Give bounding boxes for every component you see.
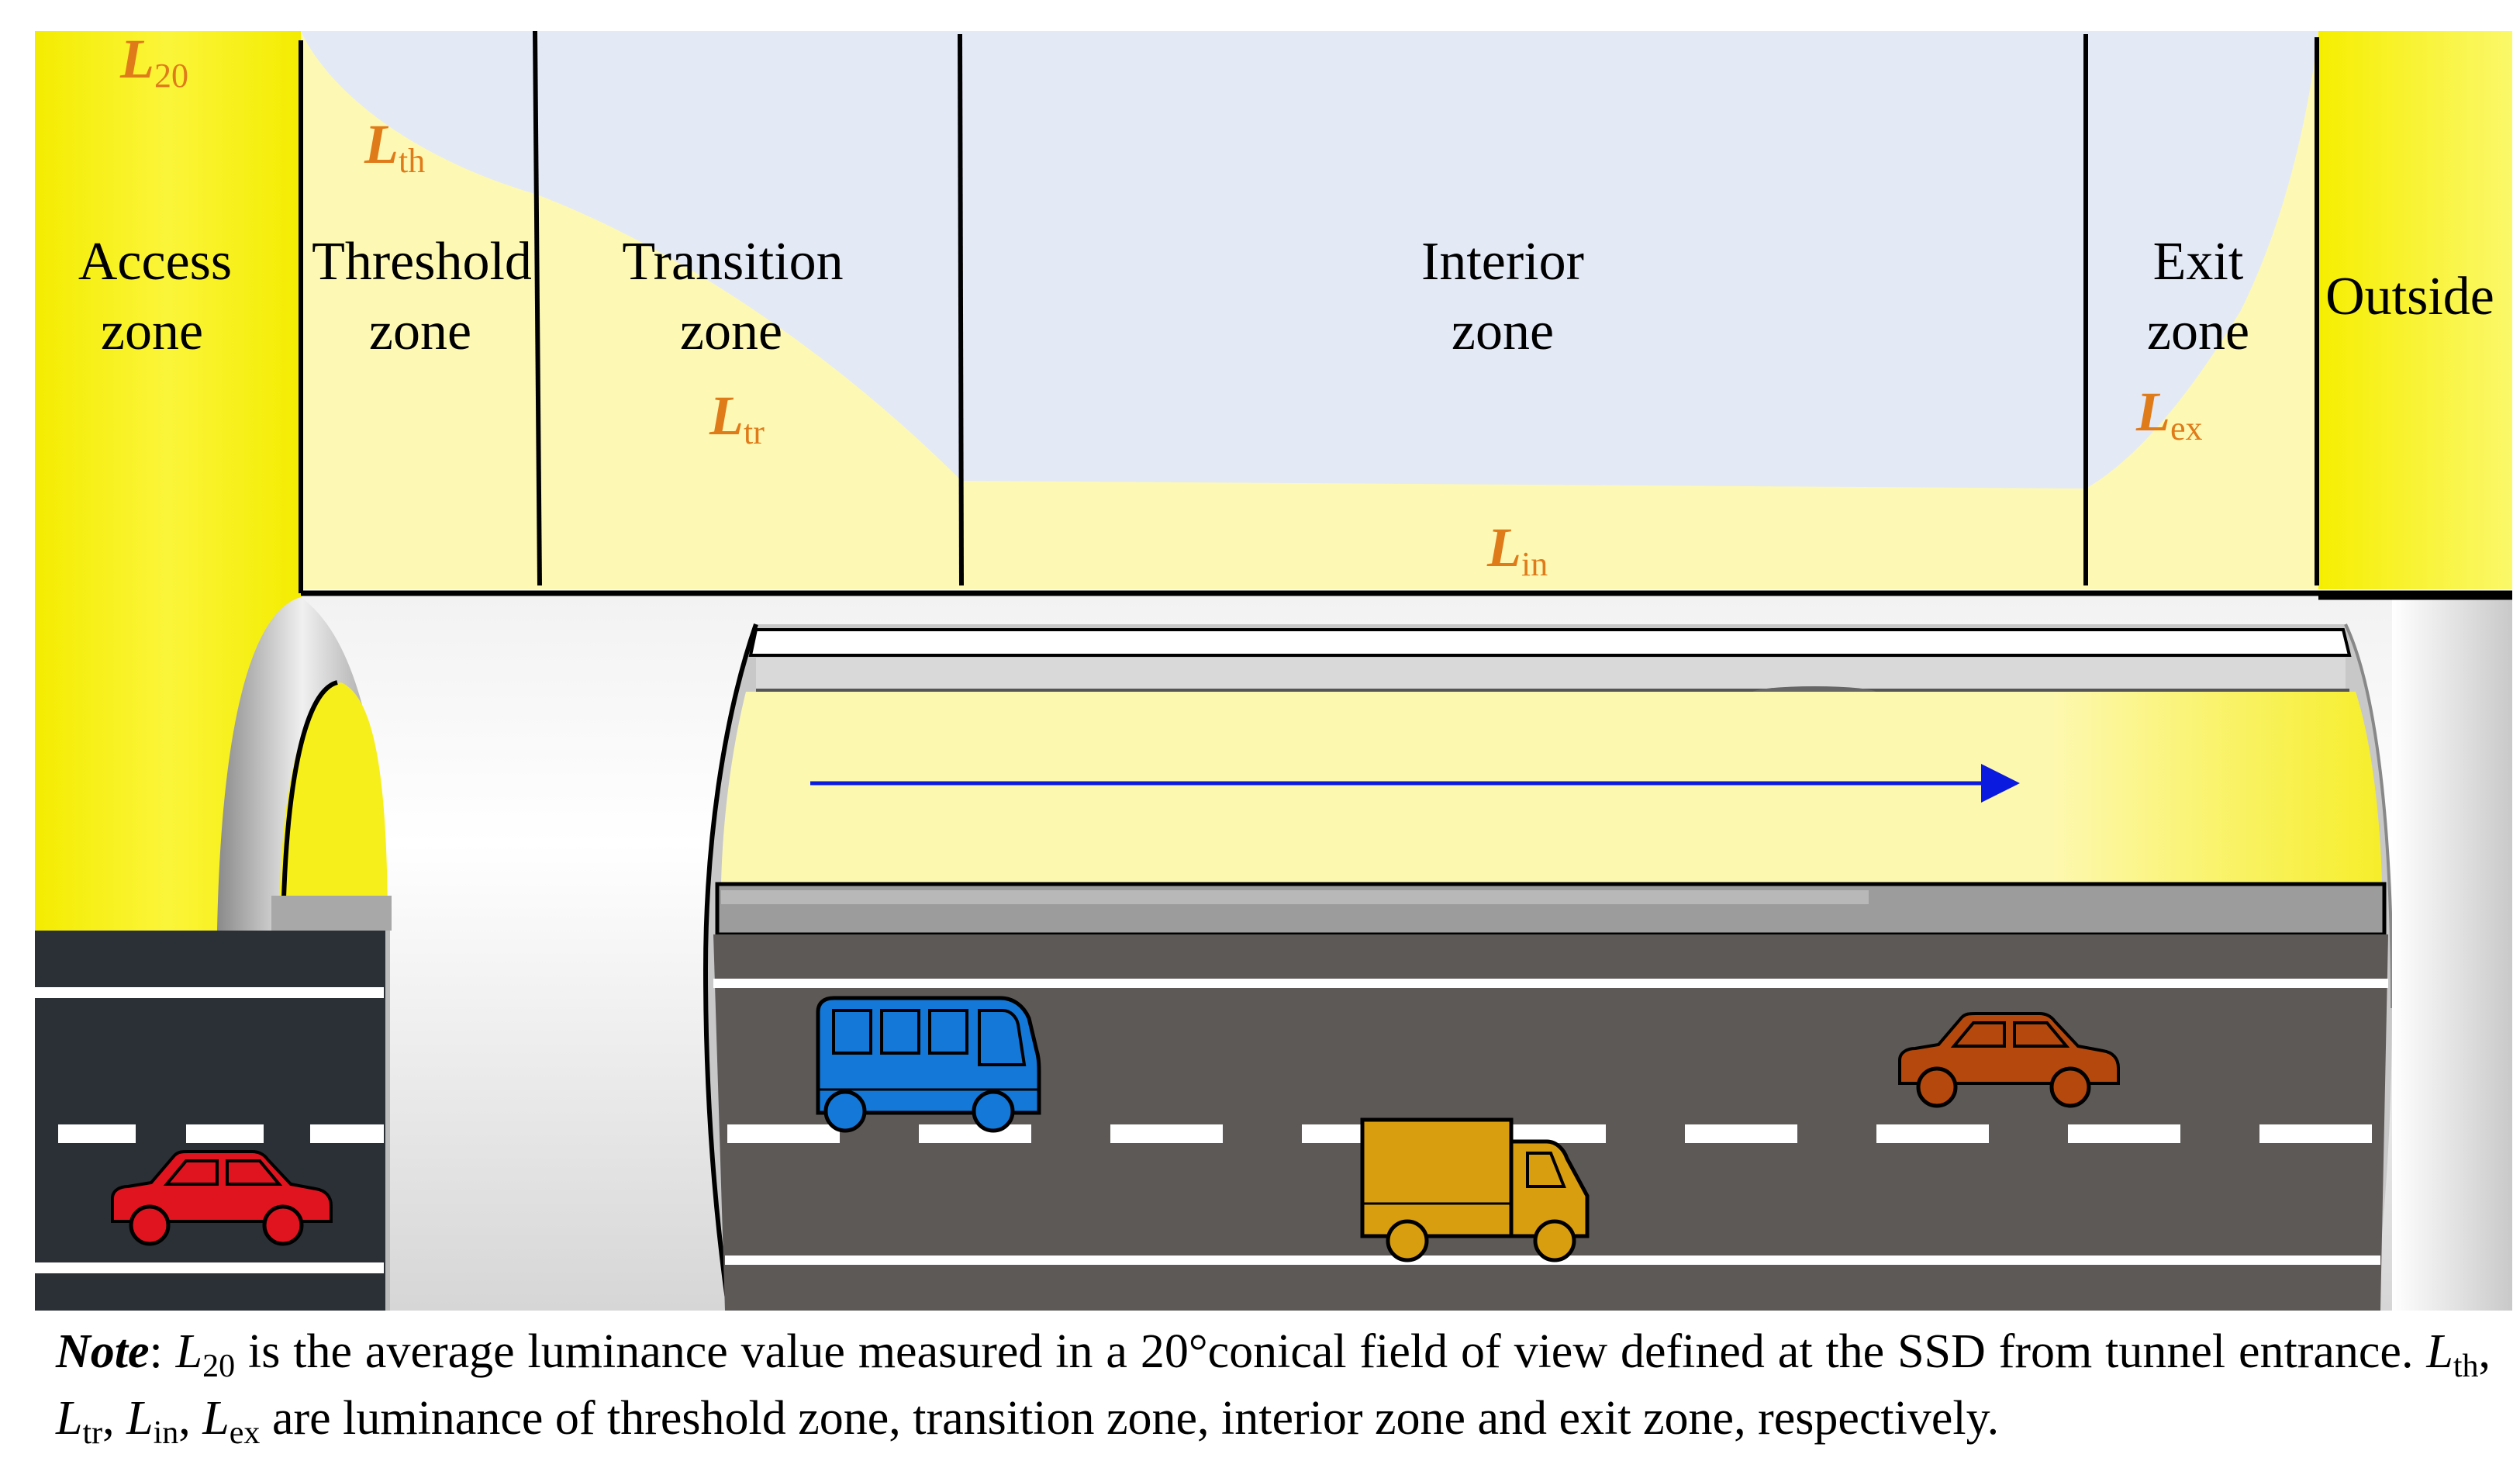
luminance-lth: Lth — [364, 113, 425, 180]
zone-label-threshold-2: zone — [369, 302, 471, 361]
zone-label-outside: Outside — [2325, 267, 2494, 326]
note-l20-symbol: L — [175, 1325, 203, 1378]
tunnel-inner-wall — [721, 692, 2382, 884]
blue-bus-icon — [816, 996, 1041, 1133]
lane-dash — [1685, 1124, 1797, 1143]
red-car-icon — [111, 1150, 333, 1246]
outside-zone-bg — [2318, 31, 2512, 589]
tunnel-end-wall — [2392, 597, 2512, 1311]
note-lin-sub: in — [153, 1415, 179, 1451]
zone-label-transition-2: zone — [680, 302, 782, 361]
lane-dash — [727, 1124, 840, 1143]
direction-arrow-icon — [810, 764, 2020, 803]
lane-dash — [2068, 1124, 2180, 1143]
zone-label-transition-1: Transition — [622, 232, 843, 292]
luminance-l20: L20 — [119, 28, 188, 95]
note-sep-3: , — [178, 1392, 203, 1445]
note-caption: Note: L20 is the average luminance value… — [56, 1318, 2491, 1452]
portal-rim — [281, 680, 338, 931]
entrance-lane-dash — [310, 1124, 384, 1143]
note-text-2: are luminance of threshold zone, transit… — [260, 1392, 2000, 1445]
note-l20-sub: 20 — [202, 1349, 236, 1384]
zone-label-exit-1: Exit — [2153, 232, 2244, 292]
zone-label-exit-2: zone — [2147, 302, 2249, 361]
tunnel-curb-highlight — [721, 890, 1869, 904]
note-lex-sub: ex — [229, 1415, 261, 1451]
lane-dash — [2259, 1124, 2372, 1143]
luminance-lin: Lin — [1486, 516, 1548, 583]
note-text-1: is the average luminance value measured … — [235, 1325, 2427, 1378]
zone-label-access-1: Access — [78, 232, 232, 292]
note-lin-symbol: L — [126, 1392, 154, 1445]
entrance-lane-dash — [186, 1124, 264, 1143]
tunnel-ceiling — [748, 628, 2352, 657]
note-colon: : — [149, 1325, 176, 1378]
note-sep-2: , — [102, 1392, 127, 1445]
luminance-ltr: Ltr — [709, 385, 765, 451]
divider-threshold-transition — [533, 30, 542, 586]
note-sep-1: , — [2478, 1325, 2491, 1378]
lane-dash — [1876, 1124, 1989, 1143]
zone-label-interior-2: zone — [1452, 302, 1554, 361]
entrance-lane-dash — [58, 1124, 136, 1143]
portal-opening — [279, 682, 388, 931]
note-label: Note — [56, 1325, 150, 1378]
zone-label-interior-1: Interior — [1421, 232, 1584, 292]
tunnel-cutaway-edge-right — [2344, 623, 2394, 1009]
note-ltr-sub: tr — [82, 1415, 103, 1451]
zone-label-access-2: zone — [101, 302, 203, 361]
lane-dash — [919, 1124, 1031, 1143]
note-lth-symbol: L — [2426, 1325, 2453, 1378]
zone-label-threshold-1: Threshold — [312, 232, 532, 292]
note-lth-sub: th — [2453, 1349, 2479, 1384]
divider-transition-interior — [958, 33, 964, 586]
tunnel-cutaway-edge — [702, 623, 758, 1311]
note-ltr-symbol: L — [56, 1392, 83, 1445]
tunnel-ceiling-shade — [756, 658, 2346, 690]
lane-dash — [1110, 1124, 1223, 1143]
luminance-curve-area — [301, 31, 2318, 589]
brown-car-icon — [1898, 1012, 2120, 1108]
note-lex-symbol: L — [202, 1392, 230, 1445]
portal-floor-edge — [271, 896, 392, 931]
gold-truck-icon — [1360, 1117, 1590, 1262]
luminance-lex: Lex — [2135, 381, 2203, 447]
